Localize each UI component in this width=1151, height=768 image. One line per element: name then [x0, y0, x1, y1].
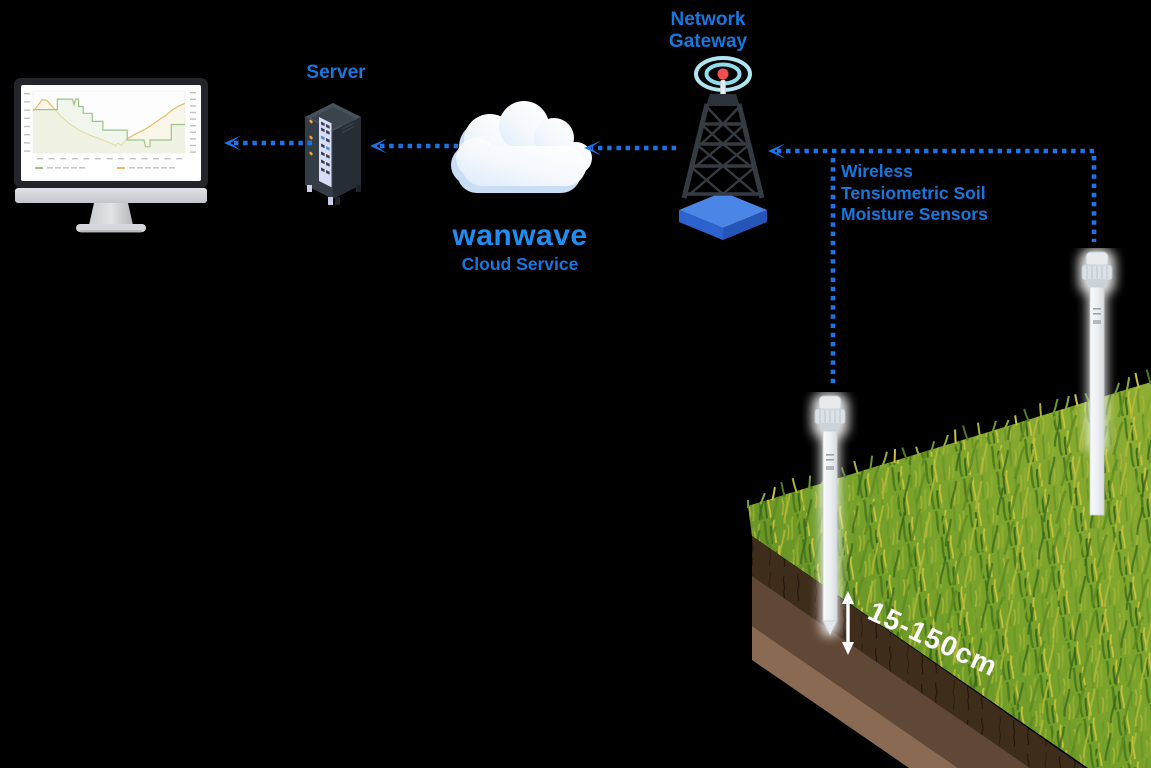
sensors-label: Wireless Tensiometric Soil Moisture Sens… [841, 161, 988, 226]
sensor1-graphic [812, 392, 848, 636]
sensor2-tube [1089, 286, 1105, 516]
depth-arrowhead-down [842, 642, 854, 655]
signal-dot [717, 68, 729, 80]
cloud-graphic [451, 101, 592, 193]
server-bay-panel [309, 116, 332, 188]
soil-sensor-2 [1069, 248, 1125, 518]
monitor-graphic [14, 78, 208, 233]
monitor-chin [15, 188, 207, 203]
soil-sensor-1 [802, 392, 858, 646]
gateway-label-line2: Gateway [668, 30, 748, 52]
sensor2-neck [1088, 279, 1106, 287]
sensor1-collar-ridges [819, 410, 841, 423]
sensor1-tip [822, 620, 838, 636]
server-led-lights [309, 119, 313, 156]
sensor1-neck [821, 423, 839, 431]
server-right-face [333, 117, 361, 199]
server [304, 98, 368, 210]
cloud-subtitle: Cloud Service [461, 254, 579, 274]
cloud [448, 90, 598, 208]
server-label: Server [306, 62, 366, 83]
sensor2-collar-ridges [1086, 266, 1108, 279]
sensors-label-line1: Wireless [841, 161, 913, 181]
tower-lattice [681, 94, 765, 199]
server-vents [342, 119, 354, 134]
sensor2-markings [1093, 308, 1101, 324]
grass-surface [748, 382, 1151, 768]
monitor-chart [24, 90, 196, 169]
sensors-label-line3: Moisture Sensors [841, 204, 988, 224]
sensor1-markings [826, 454, 834, 470]
gateway-base [679, 192, 767, 240]
monitor-base-shadow [80, 230, 142, 233]
cloud-body [456, 101, 592, 186]
sensor2-graphic [1079, 248, 1115, 516]
server-feet [307, 185, 361, 205]
monitor-stand-neck [89, 203, 133, 225]
network-gateway [656, 46, 790, 242]
sensors-label-line2: Tensiometric Soil [841, 182, 986, 203]
monitor [14, 78, 210, 236]
gateway-graphic [679, 56, 767, 240]
depth-arrowhead-up [842, 591, 854, 604]
gateway-label: Network Gateway [648, 9, 768, 52]
cloud-logo: wanwave [452, 219, 588, 252]
server-graphic [305, 103, 361, 205]
gateway-label-line1: Network [670, 9, 746, 30]
soil-layer-light [752, 626, 958, 768]
